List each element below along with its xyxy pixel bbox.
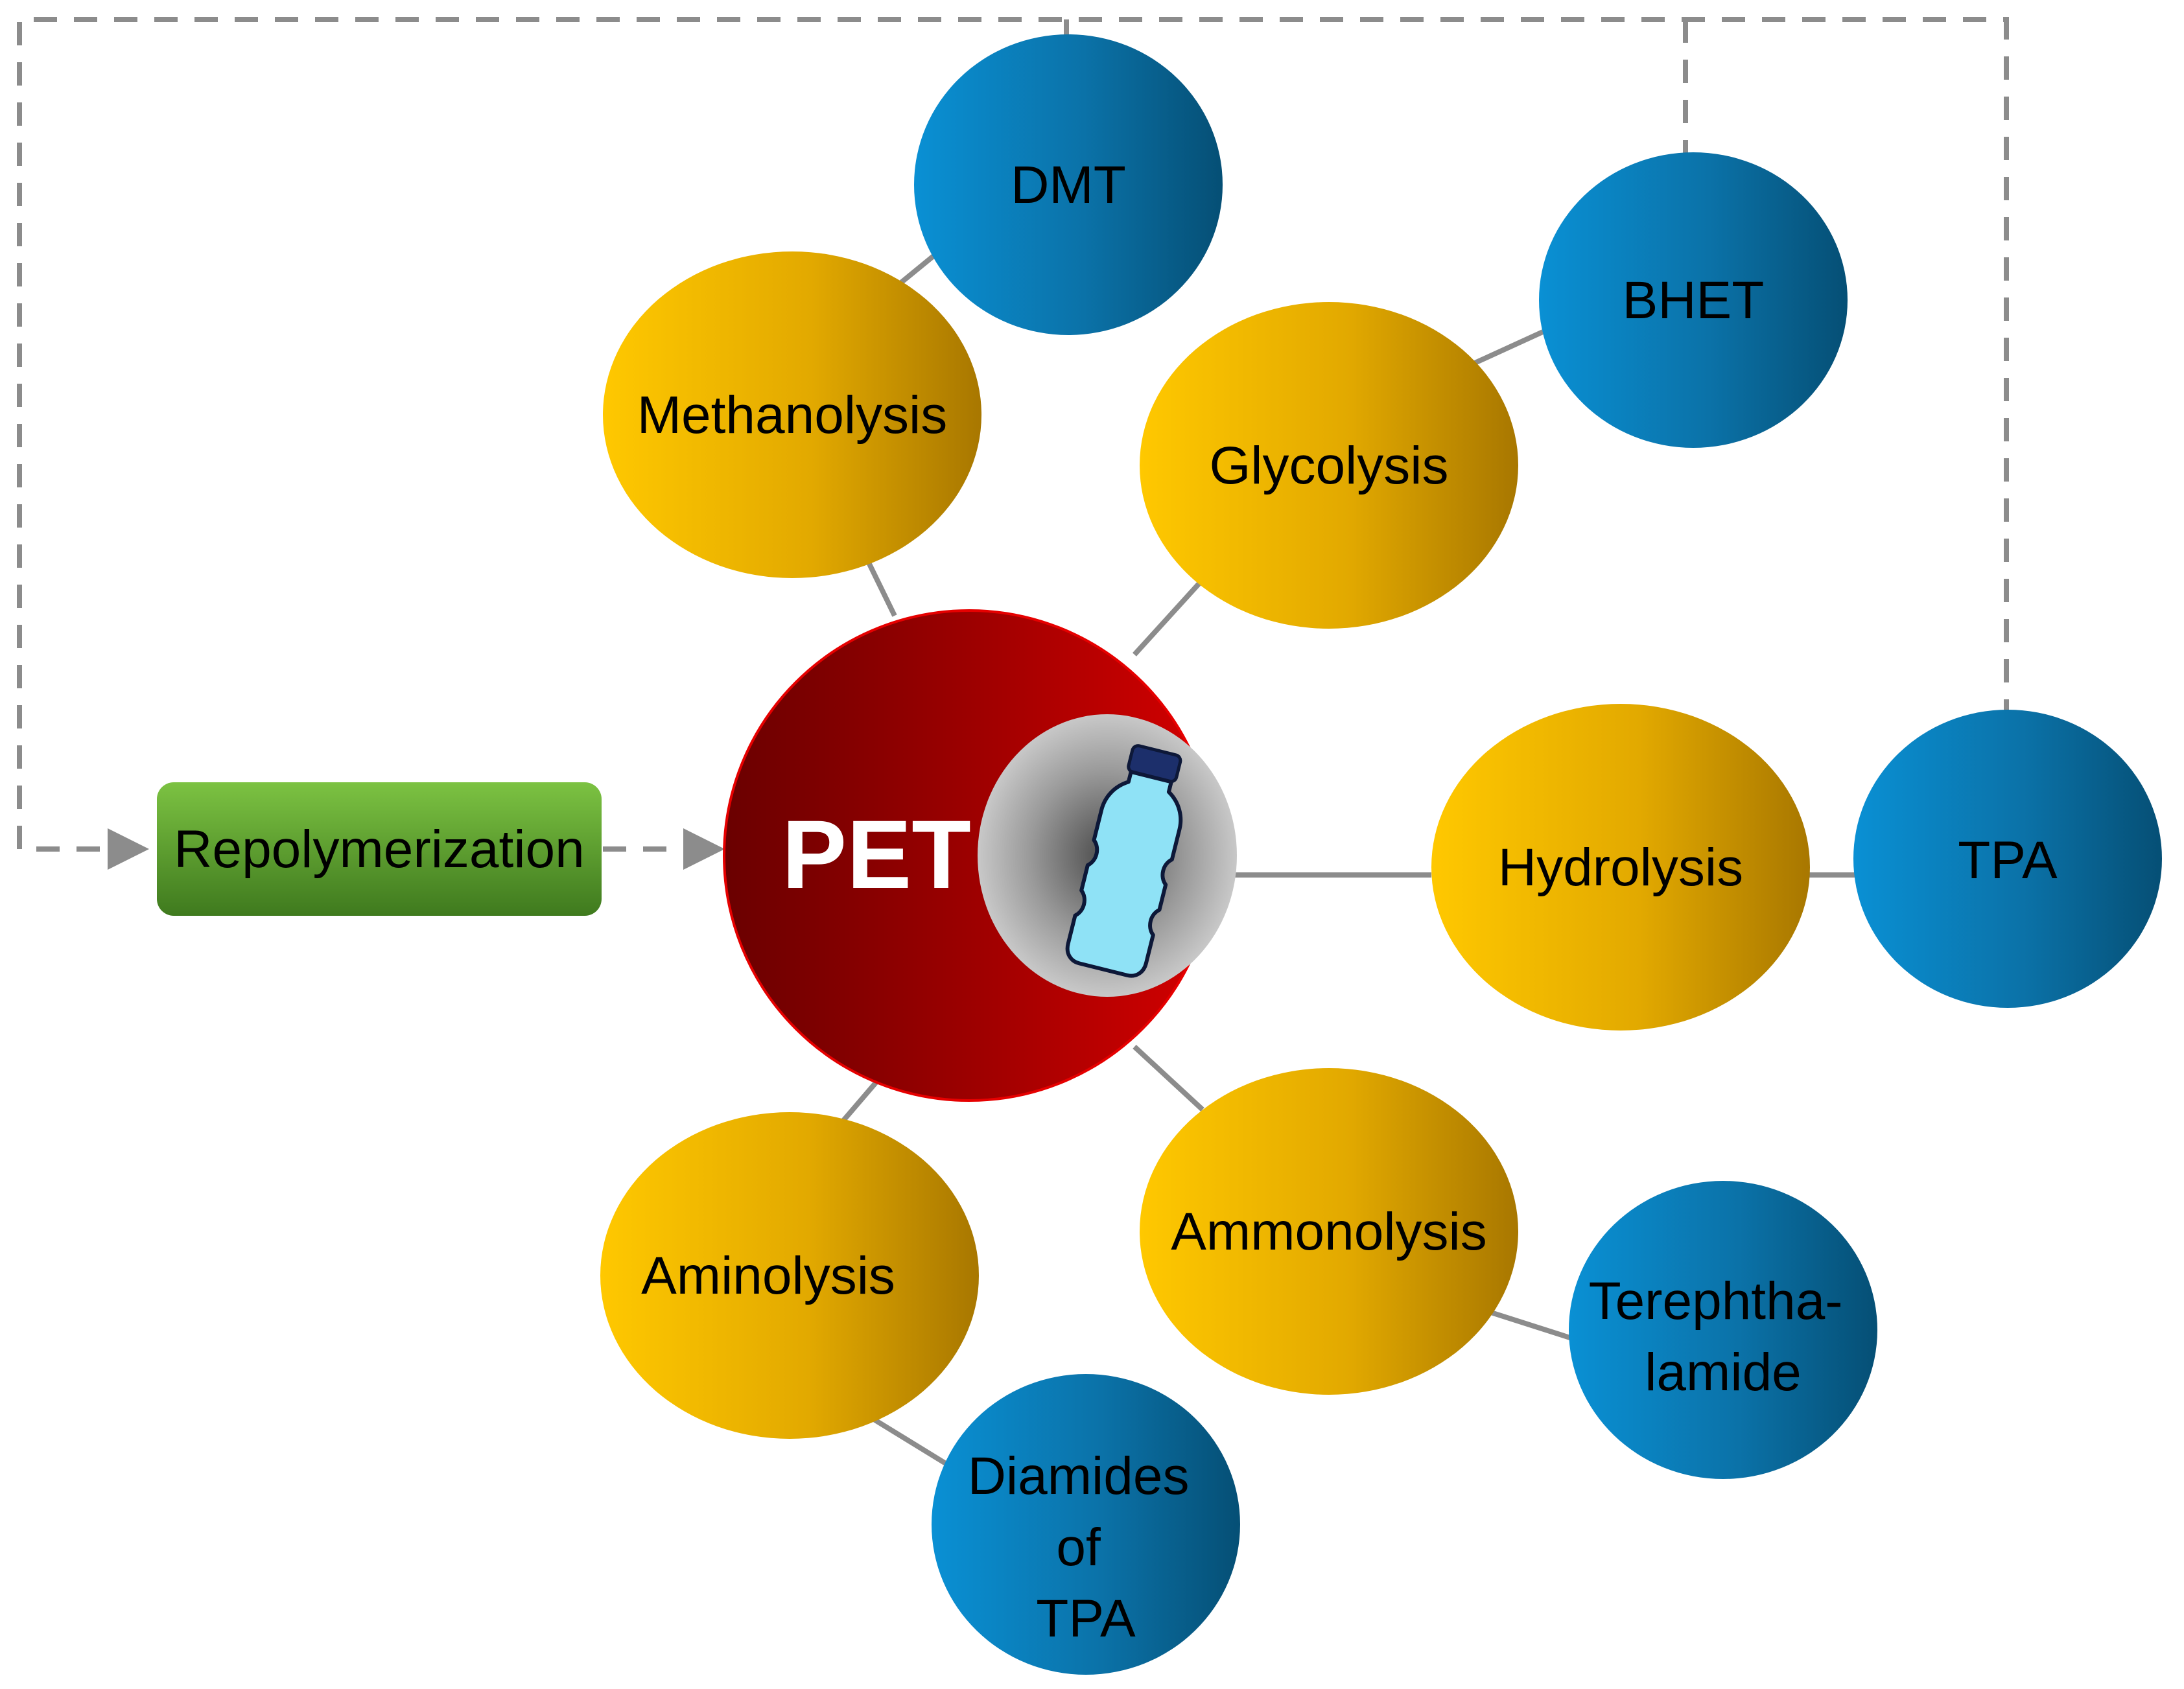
connector-methanolysis-dmt xyxy=(896,253,935,288)
process-node-glycolysis: Glycolysis xyxy=(1140,302,1518,629)
repolymerization-node: Repolymerization xyxy=(157,782,602,916)
repolymerization-label: Repolymerization xyxy=(174,820,585,879)
connector-pet-glycolysis xyxy=(1133,581,1201,657)
process-label-hydrolysis: Hydrolysis xyxy=(1498,838,1743,897)
process-node-aminolysis: Aminolysis xyxy=(600,1112,979,1439)
product-label-dmt: DMT xyxy=(1011,156,1126,215)
process-label-methanolysis: Methanolysis xyxy=(637,386,948,445)
process-label-aminolysis: Aminolysis xyxy=(641,1246,895,1305)
product-node-terephthalamide: Terephtha- lamide xyxy=(1569,1181,1877,1479)
product-node-bhet: BHET xyxy=(1539,152,1848,448)
connector-pet-methanolysis xyxy=(866,561,897,617)
connectors xyxy=(840,253,1867,1467)
connector-ammonolysis-terephthalamide xyxy=(1490,1310,1573,1341)
connector-pet-ammonolysis xyxy=(1133,1045,1204,1112)
pet-node: PET xyxy=(723,609,1237,1102)
product-label-bhet: BHET xyxy=(1623,271,1765,330)
product-label-terephthalamide: Terephtha- lamide xyxy=(1589,1272,1858,1402)
product-node-diamides-of-tpa: Diamides of TPA xyxy=(932,1374,1240,1675)
product-node-tpa: TPA xyxy=(1853,710,2162,1008)
process-label-ammonolysis: Ammonolysis xyxy=(1171,1202,1487,1261)
connector-pet-aminolysis xyxy=(840,1074,884,1123)
connector-aminolysis-diamides xyxy=(872,1417,950,1467)
process-node-ammonolysis: Ammonolysis xyxy=(1140,1068,1518,1395)
process-node-hydrolysis: Hydrolysis xyxy=(1431,704,1810,1031)
product-label-diamides-of-tpa: Diamides of TPA xyxy=(968,1447,1204,1648)
connector-glycolysis-bhet xyxy=(1474,329,1544,366)
product-label-tpa: TPA xyxy=(1958,831,2058,890)
pet-label: PET xyxy=(782,800,971,909)
bottle-icon xyxy=(1065,744,1183,978)
product-node-dmt: DMT xyxy=(914,34,1223,335)
process-node-methanolysis: Methanolysis xyxy=(603,251,981,578)
process-label-glycolysis: Glycolysis xyxy=(1209,436,1448,495)
